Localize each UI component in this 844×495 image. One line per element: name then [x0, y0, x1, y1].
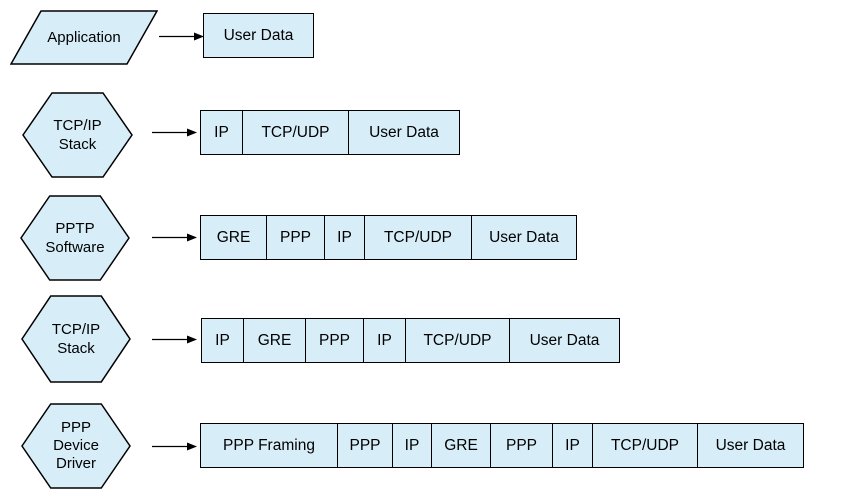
hexagon-shape-icon: [22, 92, 133, 178]
stage-label-line: Stack: [57, 340, 95, 357]
stage-label: TCP/IP Stack: [21, 295, 131, 383]
stage-label-line: TCP/IP: [53, 117, 102, 134]
packet-cell: PPP: [267, 216, 325, 259]
packet-cell: PPP: [306, 319, 364, 362]
packet-cell: TCP/UDP: [593, 424, 698, 467]
packet-cell: User Data: [510, 319, 619, 362]
stage-shape-application: Application: [10, 10, 158, 65]
stage-label: PPTP Software: [20, 195, 130, 281]
packet-row-tcpip-stack-1: IP TCP/UDP User Data: [200, 110, 460, 155]
packet-cell: PPP: [338, 424, 393, 467]
packet-row-application: User Data: [203, 13, 314, 58]
packet-cell: IP: [201, 111, 243, 154]
packet-cell: PPP: [491, 424, 553, 467]
packet-cell: PPP Framing: [201, 424, 338, 467]
arrow-right-icon: [152, 442, 197, 451]
stage-label-line: PPTP: [55, 220, 95, 237]
arrow-right-icon: [152, 233, 197, 242]
hexagon-shape-icon: [20, 195, 130, 281]
stage-shape-tcpip-stack-2: TCP/IP Stack: [21, 295, 131, 383]
packet-cell: TCP/UDP: [243, 111, 349, 154]
packet-cell: User Data: [472, 216, 576, 259]
packet-cell: GRE: [201, 216, 267, 259]
arrow-right-icon: [152, 335, 197, 344]
packet-cell: TCP/UDP: [365, 216, 472, 259]
stage-shape-pptp-software: PPTP Software: [20, 195, 130, 281]
stage-label-line: Application: [47, 29, 121, 46]
packet-row-ppp-device-driver: PPP Framing PPP IP GRE PPP IP TCP/UDP Us…: [200, 423, 804, 468]
stage-shape-tcpip-stack-1: TCP/IP Stack: [22, 92, 133, 178]
stage-shape-ppp-device-driver: PPP Device Driver: [21, 403, 131, 489]
packet-cell: IP: [202, 319, 244, 362]
packet-cell: IP: [325, 216, 365, 259]
stage-label-line: Device: [53, 437, 99, 454]
packet-row-tcpip-stack-2: IP GRE PPP IP TCP/UDP User Data: [201, 318, 620, 363]
packet-cell: IP: [393, 424, 432, 467]
packet-cell: User Data: [349, 111, 459, 154]
stage-label-line: TCP/IP: [51, 321, 101, 338]
arrow-right-icon: [159, 32, 204, 41]
stage-label: TCP/IP Stack: [22, 92, 133, 178]
packet-row-pptp-software: GRE PPP IP TCP/UDP User Data: [200, 215, 577, 260]
packet-cell: IP: [553, 424, 593, 467]
stage-label-line: Software: [45, 239, 105, 256]
packet-cell: User Data: [698, 424, 803, 467]
stage-label-line: Driver: [56, 455, 96, 472]
arrow-right-icon: [152, 128, 197, 137]
packet-cell: TCP/UDP: [406, 319, 510, 362]
hexagon-shape-icon: [21, 403, 131, 489]
packet-cell: User Data: [204, 14, 313, 57]
stage-label: PPP Device Driver: [21, 403, 131, 489]
stage-label-line: Stack: [58, 136, 97, 153]
stage-label-line: PPP: [60, 419, 91, 436]
parallelogram-shape-icon: [10, 10, 158, 65]
packet-cell: GRE: [432, 424, 491, 467]
hexagon-shape-icon: [21, 295, 131, 383]
packet-cell: IP: [364, 319, 406, 362]
stage-label: Application: [10, 10, 158, 65]
packet-cell: GRE: [244, 319, 306, 362]
